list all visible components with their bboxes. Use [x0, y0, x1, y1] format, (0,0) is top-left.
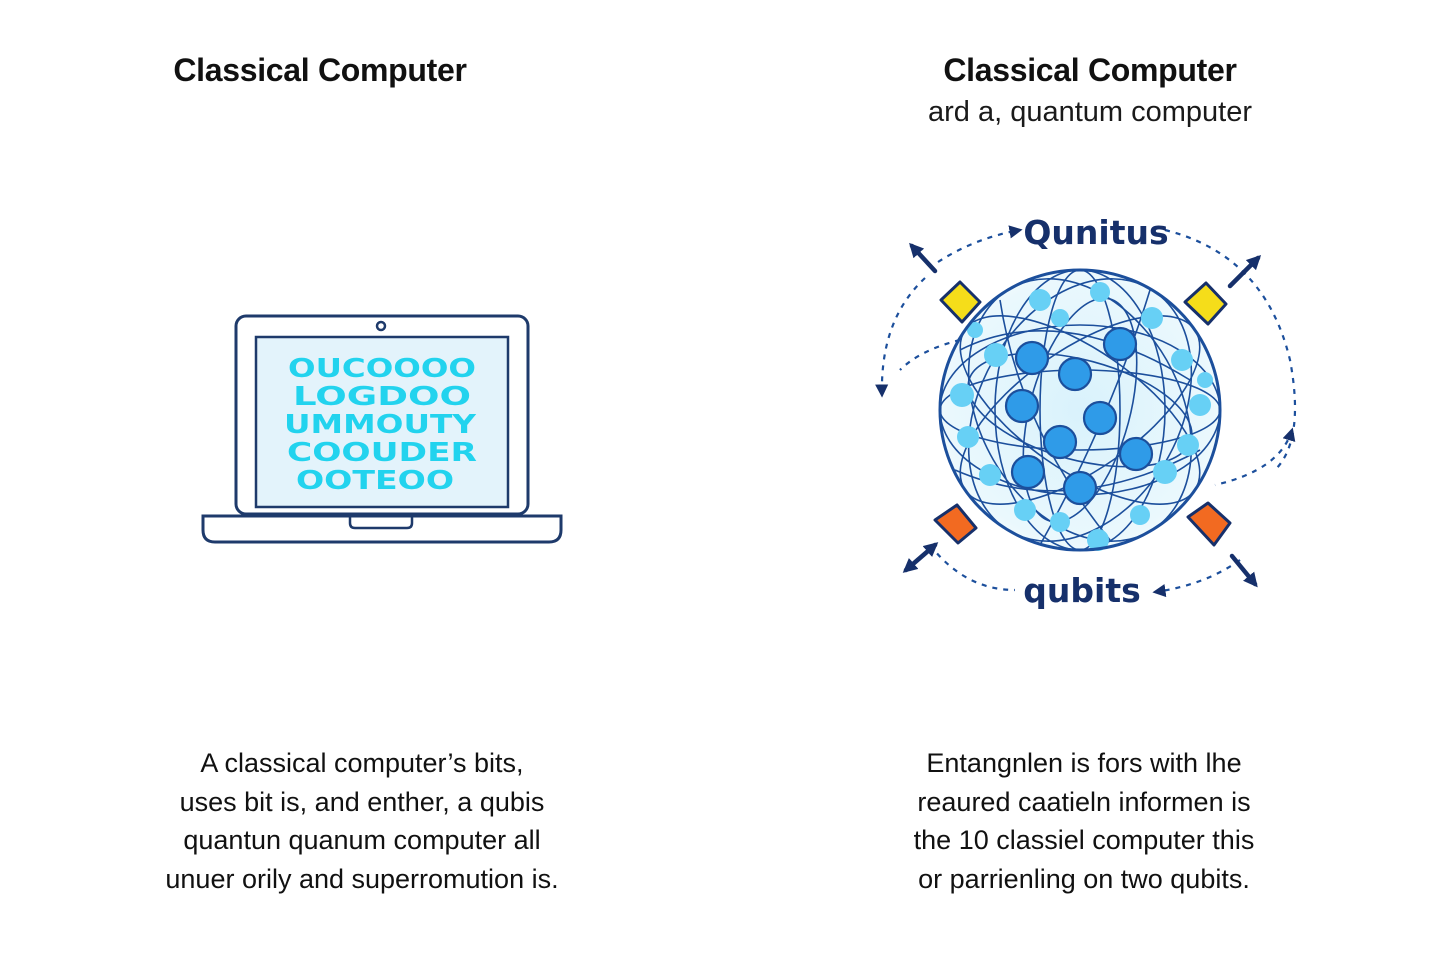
caption-line: uses bit is, and enther, a qubis — [179, 786, 545, 817]
orbit-arc — [929, 544, 1016, 592]
laptop-illustration: OUCOOOO LOGDOO UMMOUTY COOUDER OOTEOO — [201, 314, 563, 544]
yellow-marker-icon — [1183, 281, 1228, 326]
quantum-subtitle: ard a, quantum computer — [927, 96, 1252, 128]
classical-title: Classical Computer — [173, 52, 467, 88]
orbit-arrow — [1214, 427, 1296, 487]
orbit-arc — [1164, 228, 1297, 471]
caption-line: A classical computer’s bits, — [200, 748, 524, 778]
classical-panel: Classical Computer OUCOOOO LOGDOO UMMOUT… — [2, 52, 722, 898]
classical-caption: A classical computer’s bits, uses bit is… — [2, 744, 722, 898]
sphere-outline — [938, 268, 1222, 552]
orange-marker-icon — [1186, 501, 1232, 547]
laptop-screen — [254, 335, 510, 509]
corner-arrow-icon — [902, 542, 939, 573]
qubits-label: qubits — [1023, 571, 1140, 610]
orbit-arrow — [937, 225, 1023, 263]
webcam-icon — [375, 320, 387, 332]
orbit-arc — [899, 338, 961, 371]
laptop-trackpad-notch — [348, 516, 414, 530]
caption-line: reaured caatieln informen is — [917, 786, 1251, 817]
corner-arrow-icon — [1229, 553, 1258, 588]
qubit-nodes-light — [950, 282, 1213, 551]
qubit-nodes-dark — [1004, 326, 1154, 506]
caption-line: the 10 classiel computer this — [913, 825, 1255, 855]
screen-bit-row: OOTEOO — [296, 466, 454, 496]
quantum-panel: Classical Computer ard a, quantum comput… — [720, 0, 1440, 960]
qubit-sphere-illustration: Qunitus qubits — [875, 213, 1297, 610]
caption-line: quantun quanum computer all — [183, 825, 541, 855]
screen-bit-row: UMMOUTY — [284, 410, 477, 440]
orbit-arrow — [1152, 559, 1241, 598]
screen-bit-row: LOGDOO — [293, 382, 471, 412]
yellow-marker-icon — [939, 280, 982, 324]
qunitus-label: Qunitus — [1023, 213, 1168, 252]
qubit-sphere — [940, 270, 1220, 550]
orbit-arrow — [875, 277, 926, 398]
caption-line: Entangnlen is fors with lhe — [926, 748, 1242, 778]
caption-line: unuer orily and superromution is. — [165, 863, 559, 894]
orange-marker-icon — [933, 503, 978, 545]
screen-bit-row: COOUDER — [287, 438, 477, 468]
caption-line: or parrienling on two qubits. — [918, 863, 1250, 894]
corner-arrow-icon — [909, 242, 938, 274]
quantum-caption: Entangnlen is fors with lhe reaured caat… — [724, 744, 1440, 898]
corner-arrow-icon — [1227, 254, 1262, 289]
screen-bit-row: OUCOOOO — [288, 354, 476, 384]
quantum-title: Classical Computer — [943, 52, 1237, 88]
